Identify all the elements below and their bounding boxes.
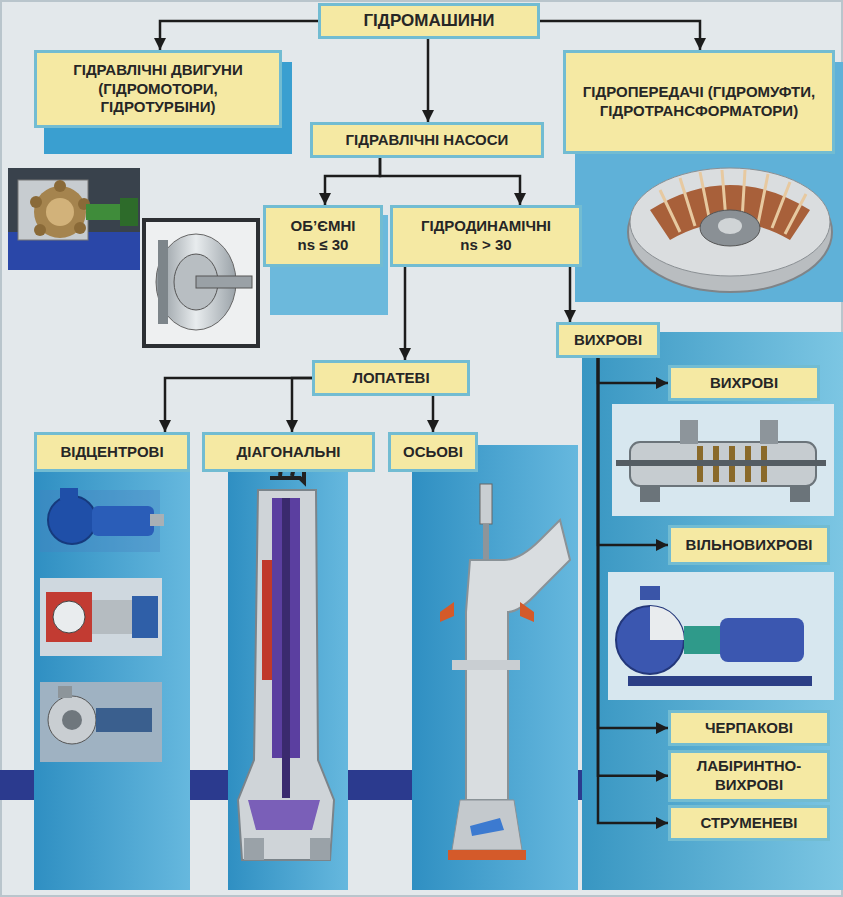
column-panel <box>412 445 578 890</box>
column-panel <box>582 332 843 890</box>
box-label: ГІДРАВЛІЧНІ НАСОСИ <box>346 131 509 150</box>
arrow-connector <box>598 358 668 776</box>
pump-photo <box>142 218 260 348</box>
arrow-connector <box>598 358 668 383</box>
box-label: СТРУМЕНЕВІ <box>700 814 797 833</box>
type-box: ВИХРОВІ <box>668 365 820 401</box>
box-label: ВІДЦЕНТРОВІ <box>60 443 163 462</box>
category-box: ГІДРАВЛІЧНІ НАСОСИ <box>310 122 544 158</box>
arrow-connector <box>427 39 430 122</box>
box-label: ВІЛЬНОВИХРОВІ <box>686 536 813 555</box>
converter-photo <box>628 168 832 292</box>
arrow-connector <box>325 158 380 205</box>
column-panel <box>228 445 348 890</box>
centrifugal-pump-photo <box>40 578 162 656</box>
box-label: ГІДРОДИНАМІЧНІ <box>421 217 551 236</box>
box-label: ГІДРОМАШИНИ <box>363 10 494 31</box>
arrow-connector <box>404 267 407 360</box>
box-label: ЧЕРПАКОВІ <box>705 719 793 738</box>
arrow-connector <box>292 378 312 432</box>
box-label: ОСЬОВІ <box>403 443 463 462</box>
box-label: ЛОПАТЕВІ <box>352 369 429 388</box>
diagonal-pump-photo <box>238 458 334 860</box>
box-label: ns > 30 <box>460 236 511 255</box>
band <box>0 770 34 800</box>
type-box: ОСЬОВІ <box>388 432 478 472</box>
type-box: ВІЛЬНОВИХРОВІ <box>668 525 830 565</box>
box-label: ДІАГОНАЛЬНІ <box>237 443 341 462</box>
arrow-connector <box>165 378 312 432</box>
box-label: ЛАБІРИНТНО- ВИХРОВІ <box>679 757 819 795</box>
group-box: ЛОПАТЕВІ <box>312 360 470 396</box>
type-box: СТРУМЕНЕВІ <box>668 805 830 841</box>
group-box: ВИХРОВІ <box>556 322 660 358</box>
arrow-connector <box>569 267 572 322</box>
type-box: ЧЕРПАКОВІ <box>668 710 830 746</box>
turbine-photo <box>8 168 140 270</box>
box-label: ns ≤ 30 <box>298 236 349 255</box>
type-box: ЛАБІРИНТНО- ВИХРОВІ <box>668 750 830 802</box>
vortex-pump-photo <box>612 404 834 516</box>
category-box: ГІДРАВЛІЧНІ ДВИГУНИ (ГІДРОМОТОРИ, ГІДРОТ… <box>34 50 282 128</box>
arrow-connector <box>598 358 668 823</box>
arrow-connector <box>380 158 520 205</box>
box-label: ОБ’ЄМНІ <box>291 217 356 236</box>
axial-pump-photo <box>440 484 570 860</box>
box-label: ВИХРОВІ <box>710 374 778 393</box>
free-vortex-pump-photo <box>608 572 834 700</box>
arrow-connector <box>598 358 668 545</box>
class-box: ОБ’ЄМНІns ≤ 30 <box>263 205 383 267</box>
column-panel <box>34 445 190 890</box>
root-box: ГІДРОМАШИНИ <box>318 3 540 39</box>
panel <box>575 62 843 302</box>
arrow-connector <box>432 396 435 432</box>
class-box: ГІДРОДИНАМІЧНІns > 30 <box>390 205 582 267</box>
centrifugal-pump-photo <box>40 488 164 552</box>
arrow-connector <box>598 358 668 728</box>
category-box: ГІДРОПЕРЕДАЧІ (ГІДРОМУФТИ, ГІДРОТРАНСФОР… <box>563 50 835 154</box>
arrow-connector <box>160 21 318 50</box>
box-label: ГІДРАВЛІЧНІ ДВИГУНИ (ГІДРОМОТОРИ, ГІДРОТ… <box>45 61 271 117</box>
centrifugal-pump-photo <box>40 682 162 762</box>
type-box: ДІАГОНАЛЬНІ <box>202 432 375 472</box>
box-label: ГІДРОПЕРЕДАЧІ (ГІДРОМУФТИ, ГІДРОТРАНСФОР… <box>574 83 824 121</box>
type-box: ВІДЦЕНТРОВІ <box>34 432 190 472</box>
box-label: ВИХРОВІ <box>574 331 642 350</box>
arrow-connector <box>540 21 700 50</box>
